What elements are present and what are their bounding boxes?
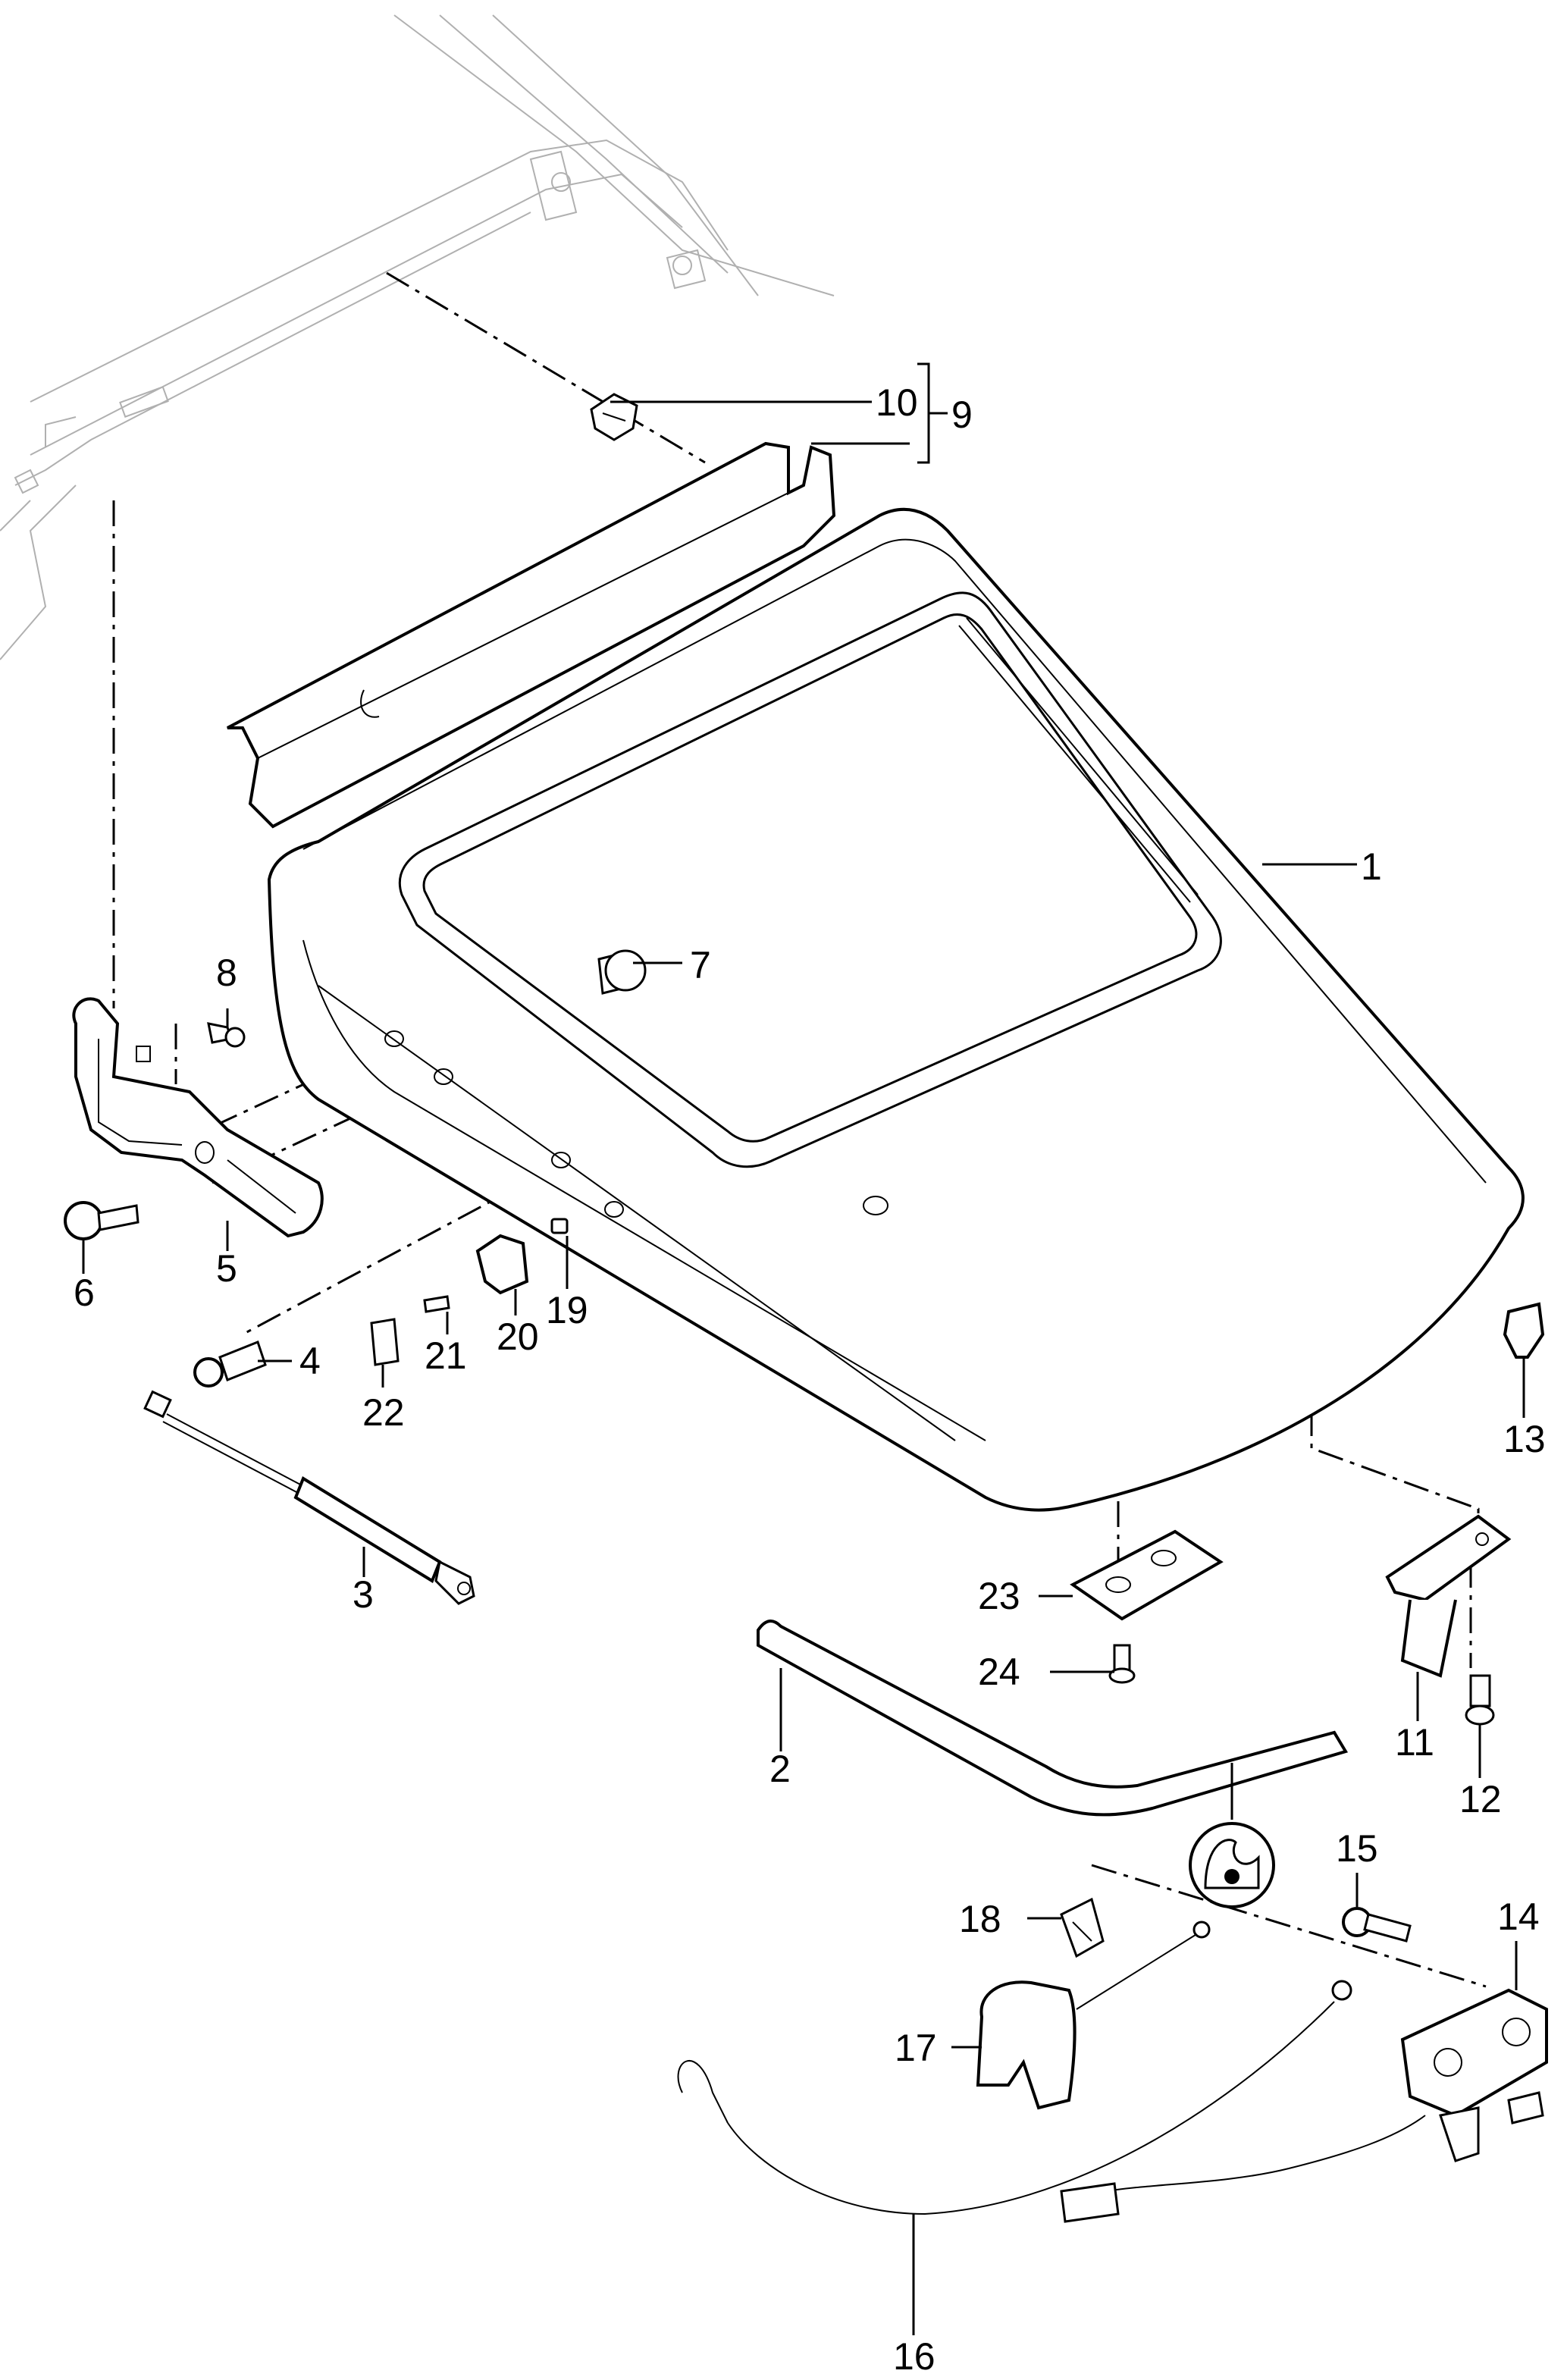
ball-stud-part-4 bbox=[193, 1341, 267, 1388]
callout-15: 15 bbox=[1336, 1827, 1378, 1870]
sealant-symbol-icon bbox=[1189, 1822, 1275, 1908]
hinge-part-5 bbox=[72, 997, 324, 1238]
callout-5: 5 bbox=[216, 1247, 237, 1290]
callout-22: 22 bbox=[362, 1391, 405, 1434]
vehicle-body-outline bbox=[0, 14, 835, 660]
callout-2: 2 bbox=[769, 1748, 791, 1790]
clip-part-18 bbox=[1060, 1897, 1105, 1958]
callout-7: 7 bbox=[690, 944, 711, 986]
callout-leaders bbox=[82, 362, 1525, 2335]
callout-24: 24 bbox=[978, 1651, 1020, 1693]
screw-part-24 bbox=[1108, 1644, 1136, 1684]
callout-1: 1 bbox=[1361, 845, 1382, 888]
callout-4: 4 bbox=[299, 1340, 321, 1382]
push-clip-part-7 bbox=[597, 949, 647, 995]
callout-17: 17 bbox=[895, 2027, 937, 2069]
bolt-part-15 bbox=[1342, 1907, 1412, 1943]
clip-part-10 bbox=[590, 393, 638, 441]
trim-strip bbox=[227, 441, 836, 829]
callout-12: 12 bbox=[1459, 1778, 1502, 1820]
hatch-lid bbox=[267, 507, 1525, 1512]
striker-part-11 bbox=[1385, 1514, 1512, 1678]
callout-13: 13 bbox=[1503, 1418, 1546, 1460]
seal-strip-part-2 bbox=[757, 1620, 1349, 1817]
callout-10: 10 bbox=[876, 381, 918, 424]
callout-3: 3 bbox=[353, 1573, 374, 1616]
callout-23: 23 bbox=[978, 1575, 1020, 1617]
small-parts-19-22 bbox=[370, 1218, 569, 1366]
release-cable-part-16 bbox=[677, 1921, 1352, 2215]
callout-16: 16 bbox=[893, 2335, 935, 2378]
callout-19: 19 bbox=[546, 1289, 588, 1331]
callout-9: 9 bbox=[951, 394, 973, 436]
screw-part-8 bbox=[207, 1022, 246, 1048]
cover-part-17 bbox=[976, 1980, 1077, 2110]
callout-8: 8 bbox=[216, 952, 237, 994]
callout-6: 6 bbox=[74, 1272, 95, 1314]
callout-11: 11 bbox=[1395, 1721, 1434, 1764]
gas-strut-part-3 bbox=[143, 1390, 475, 1605]
buffer-part-13 bbox=[1503, 1302, 1545, 1359]
plate-part-23 bbox=[1070, 1529, 1224, 1621]
callout-21: 21 bbox=[425, 1334, 467, 1377]
callout-14: 14 bbox=[1497, 1896, 1540, 1938]
screw-part-12 bbox=[1465, 1674, 1495, 1726]
lock-part-14 bbox=[1060, 1988, 1548, 2223]
callout-20: 20 bbox=[497, 1315, 539, 1358]
bolt-part-6 bbox=[64, 1201, 139, 1240]
callout-labels: 1 2 3 4 5 6 7 8 9 10 11 12 13 14 15 16 1… bbox=[74, 381, 1546, 2378]
callout-18: 18 bbox=[959, 1898, 1001, 1940]
